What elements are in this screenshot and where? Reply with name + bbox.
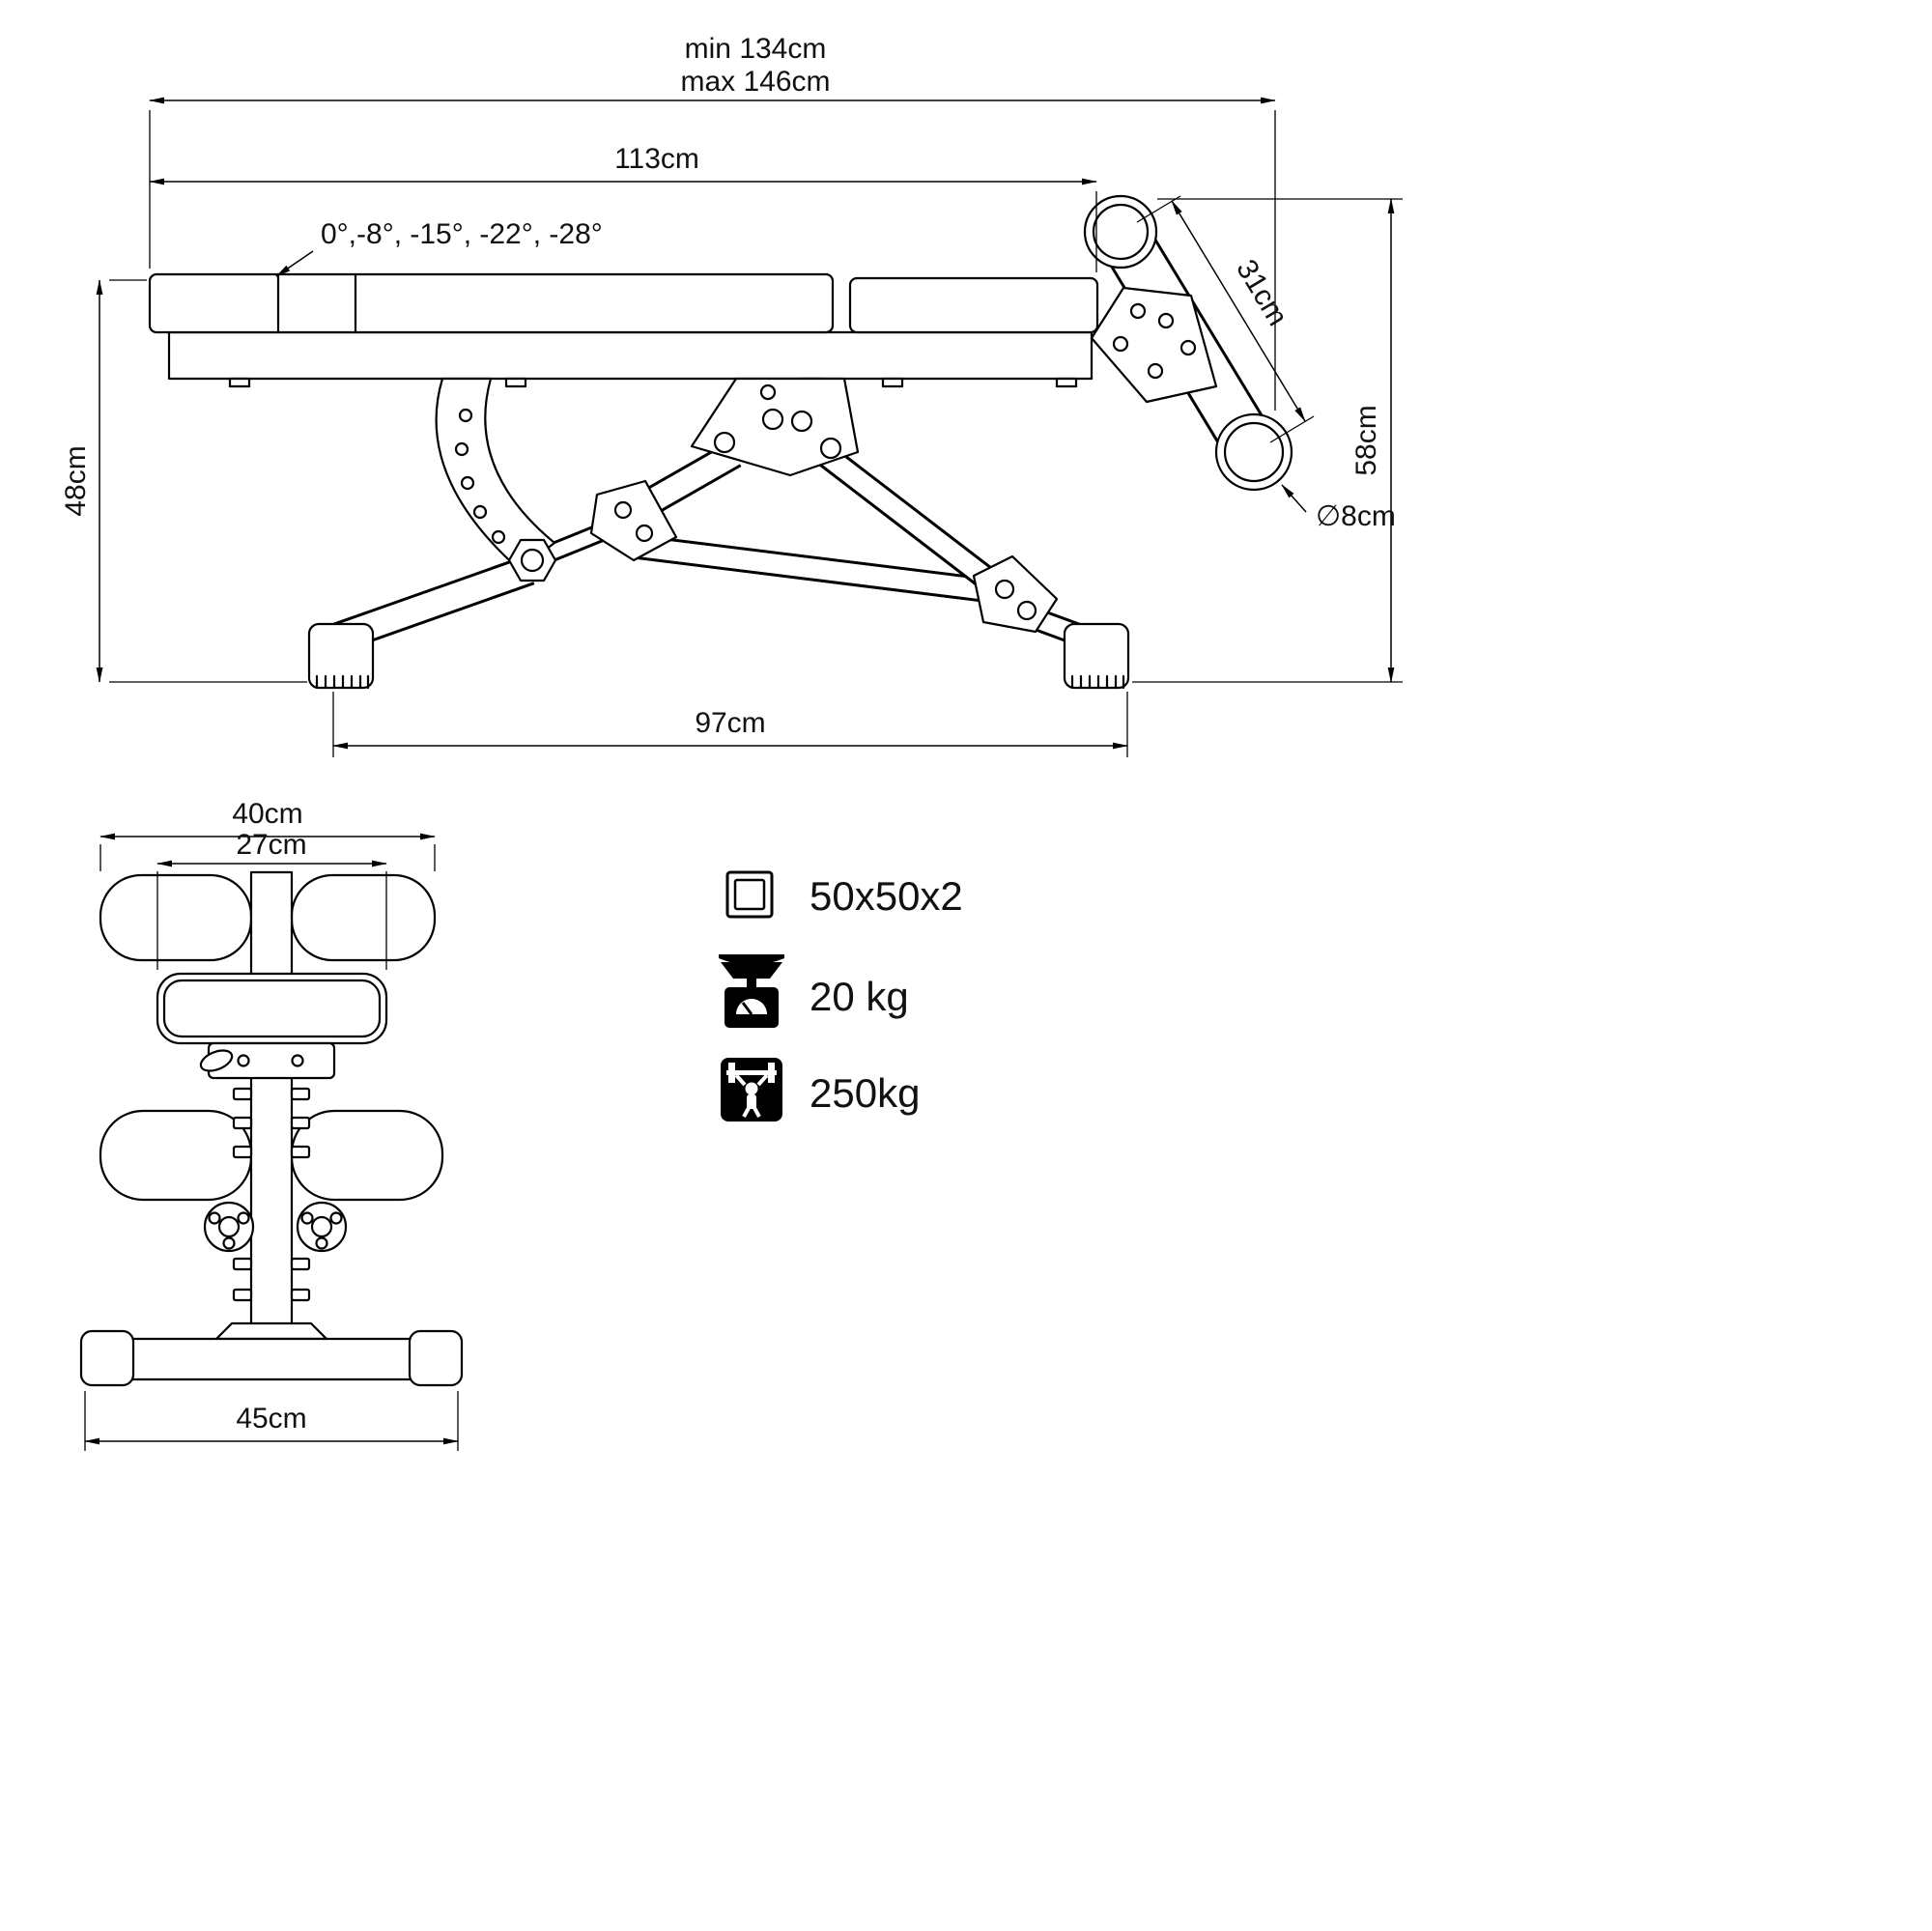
base-foot-cap-right (408, 1329, 464, 1387)
dim-base-width-label: 45cm (236, 1403, 306, 1434)
pivot-hex-nut-center (520, 548, 545, 573)
front-view: 40cm 27cm 45cm (79, 798, 464, 1451)
mid-link-plate (589, 479, 678, 562)
arm-bracket-plate (1090, 286, 1218, 404)
top-roller (1083, 194, 1158, 270)
dim-roller-diameter-label: ∅8cm (1316, 500, 1396, 532)
angle-settings-label: 0°,-8°, -15°, -22°, -28° (321, 218, 603, 250)
spec-tube-size-label: 50x50x2 (810, 873, 963, 919)
base-foot-bar (83, 1337, 460, 1381)
clamp-lever (199, 1049, 234, 1072)
linkage-struts (332, 440, 1096, 653)
dim-overall-min-label: min 134cm (685, 33, 827, 65)
dim-pad-length-label: 113cm (614, 143, 699, 175)
adjust-knob-left (203, 1201, 255, 1253)
lower-roller-left (99, 1109, 253, 1202)
left-foot (307, 622, 375, 690)
dim-seat-width-label: 27cm (236, 829, 306, 861)
mid-plate-hole (613, 500, 633, 520)
back-pad (148, 272, 835, 334)
lower-plate-hole (994, 579, 1015, 600)
pivot-hex-nut (507, 538, 557, 582)
central-plate-holes (713, 383, 842, 460)
adjust-knob-right (296, 1201, 348, 1253)
seat-pad-front-inner (162, 979, 382, 1038)
column-base-joint (214, 1321, 328, 1341)
seat-bracket-bolt (237, 1054, 250, 1067)
column-bolts (232, 1087, 311, 1302)
seat-pad (848, 276, 1099, 334)
seat-pad-front (156, 972, 388, 1045)
mid-plate-hole (635, 524, 654, 543)
seat-bracket-bolt (291, 1054, 304, 1067)
dim-arm-length-label: 31cm (1230, 254, 1293, 331)
upright-column (249, 870, 294, 1341)
top-roller-inner (1092, 203, 1150, 261)
dim-foot-span-label: 97cm (695, 707, 765, 739)
spec-own-weight-label: 20 kg (810, 974, 909, 1019)
dim-overall-max-label: max 146cm (680, 66, 830, 98)
right-foot (1063, 622, 1130, 690)
spec-max-load-label: 250kg (810, 1070, 920, 1116)
top-roller-right (290, 873, 437, 962)
lower-plate-hole (1016, 600, 1037, 621)
bottom-roller-inner (1223, 421, 1285, 483)
top-roller-left (99, 873, 253, 962)
base-foot-cap-left (79, 1329, 135, 1387)
dim-height-right-label: 58cm (1350, 405, 1382, 475)
rail-mount-tabs (228, 377, 1078, 388)
scale-icon (719, 954, 784, 1028)
side-view: min 134cm max 146cm 113cm 0°,-8°, -15°, … (60, 33, 1403, 757)
central-pivot-plate (690, 377, 860, 477)
dim-height-left-label: 48cm (60, 445, 92, 516)
bottom-roller (1214, 412, 1293, 492)
max-load-icon (721, 1058, 782, 1122)
adjust-bracket-holes (454, 408, 506, 545)
dim-roller-width-label: 40cm (232, 798, 302, 830)
lower-roller-right (290, 1109, 444, 1202)
frame-rail (167, 330, 1094, 381)
front-view-dimensions: 40cm 27cm 45cm (84, 798, 459, 1451)
square-tube-icon (725, 870, 774, 919)
spec-legend: 50x50x2 20 kg 250kg (719, 870, 963, 1122)
